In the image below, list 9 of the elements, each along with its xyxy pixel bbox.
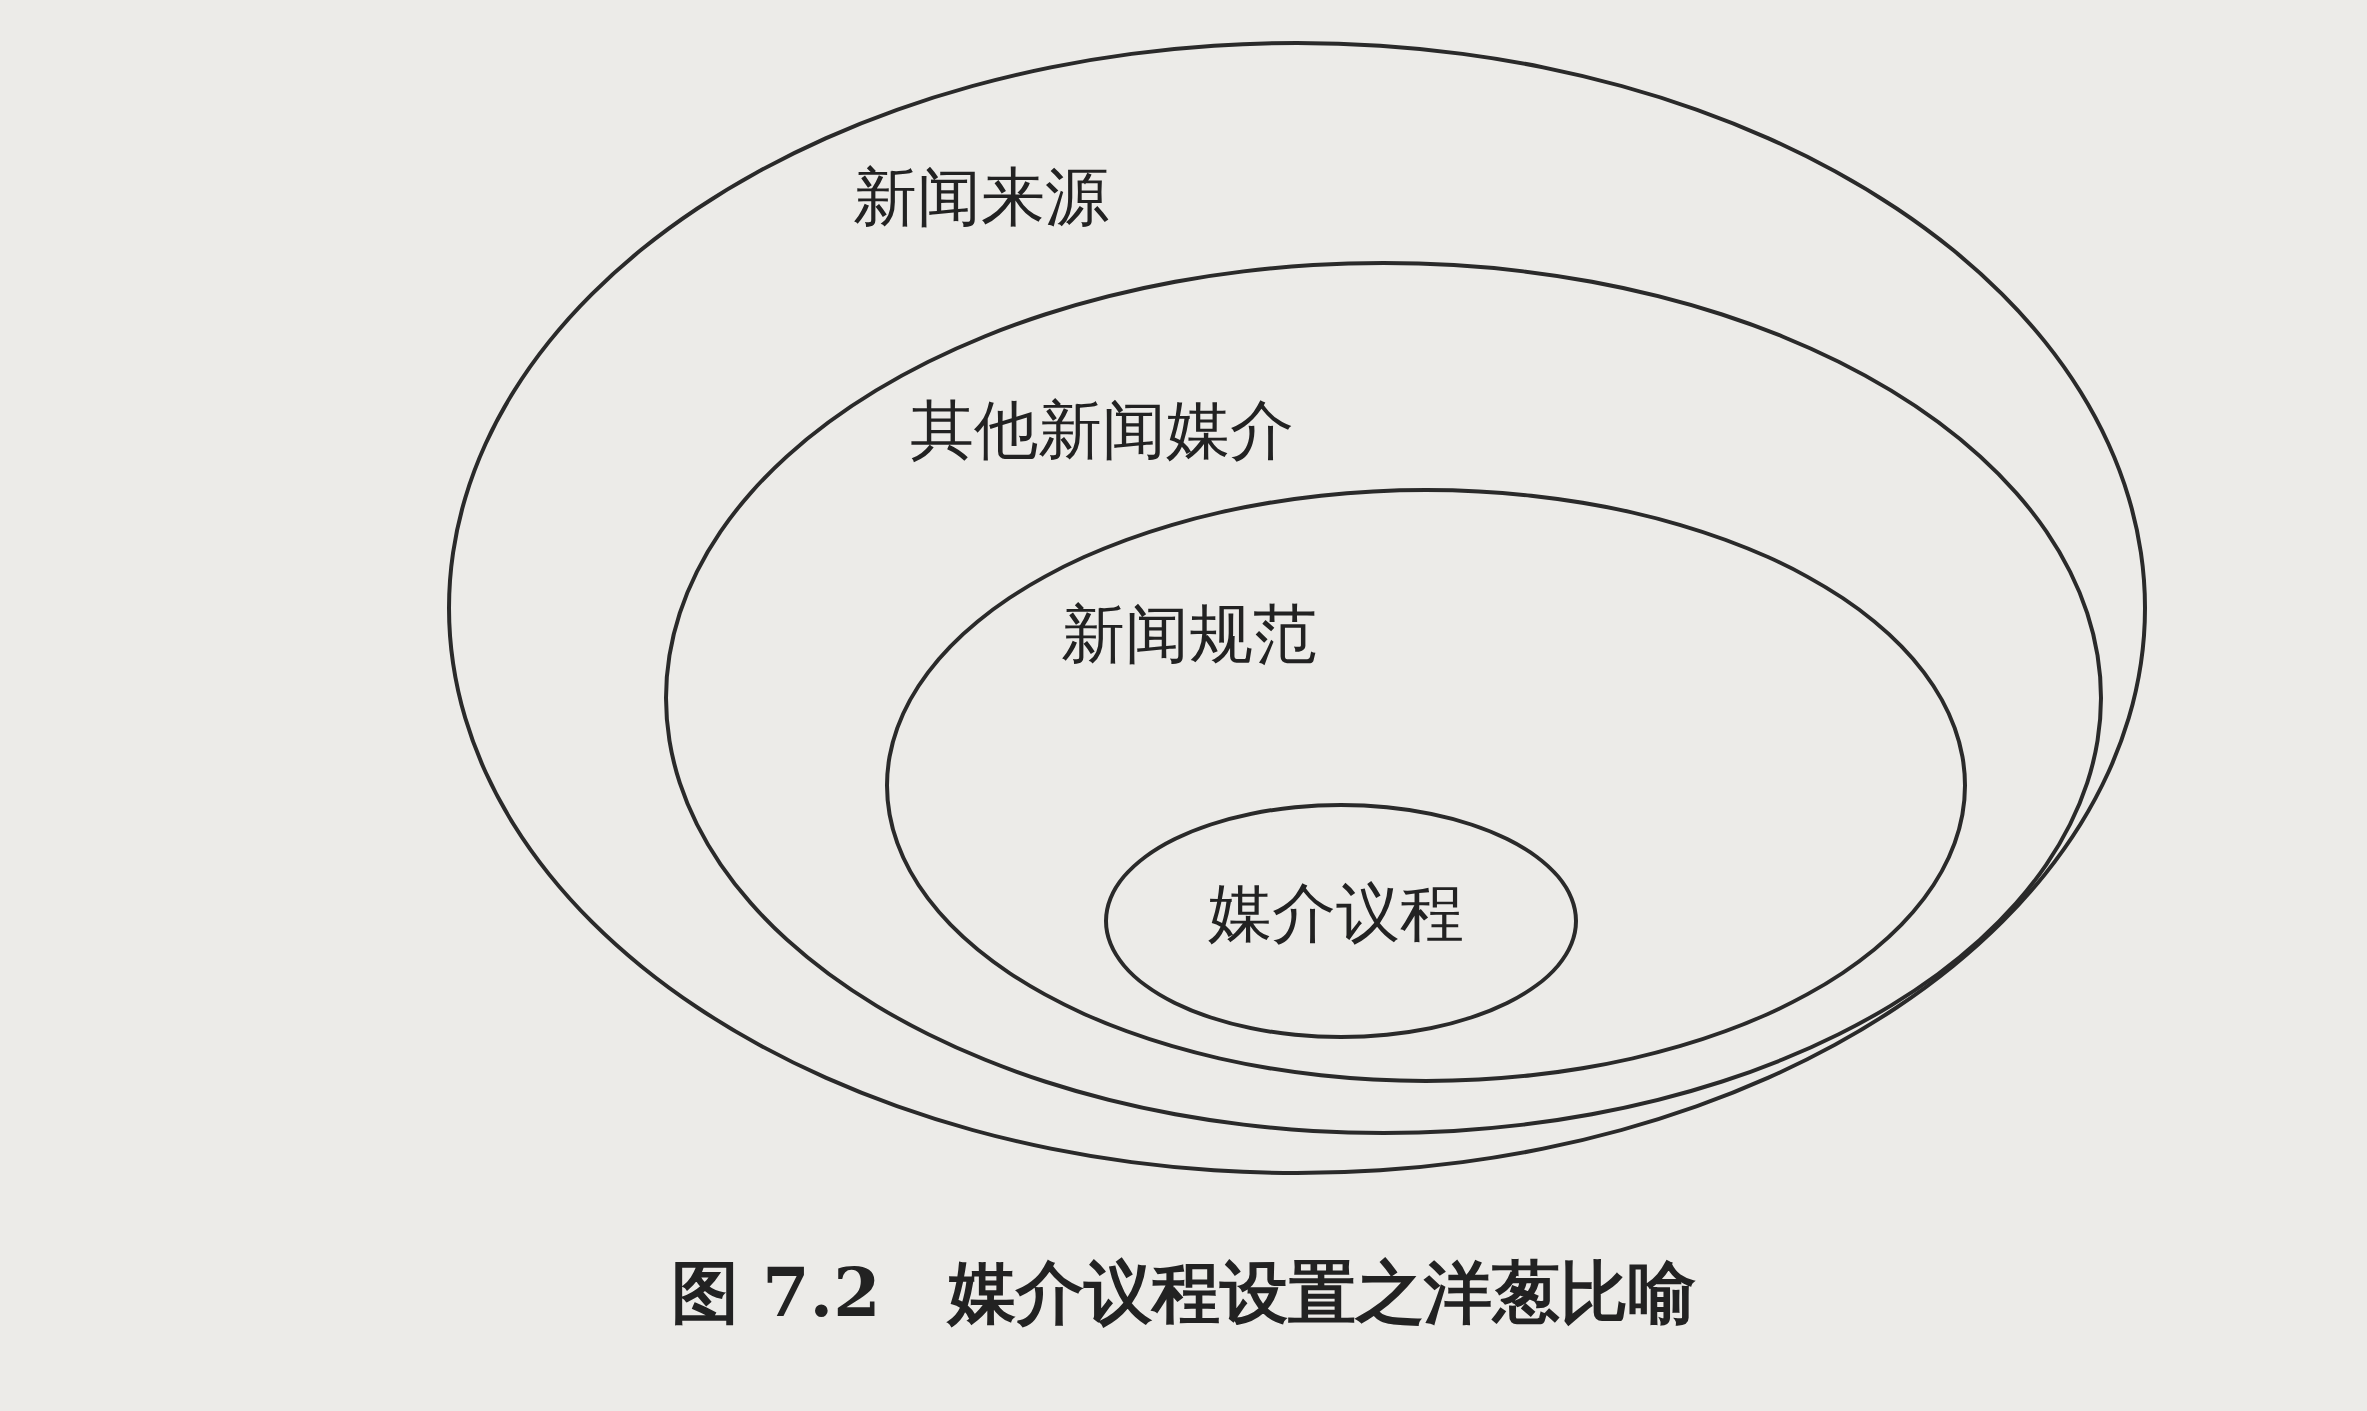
ellipse-label: 新闻来源 bbox=[853, 165, 1109, 229]
figure-caption: 图 7.2 媒介议程设置之洋葱比喻 bbox=[669, 1251, 1698, 1334]
ellipse bbox=[664, 261, 2103, 1135]
ellipse bbox=[1104, 803, 1578, 1039]
ellipse-label: 其他新闻媒介 bbox=[910, 398, 1294, 462]
ellipse-label: 媒介议程 bbox=[1208, 881, 1464, 945]
ellipse bbox=[447, 41, 2147, 1175]
ellipse-label: 新闻规范 bbox=[1061, 602, 1317, 666]
ellipse bbox=[885, 488, 1967, 1083]
